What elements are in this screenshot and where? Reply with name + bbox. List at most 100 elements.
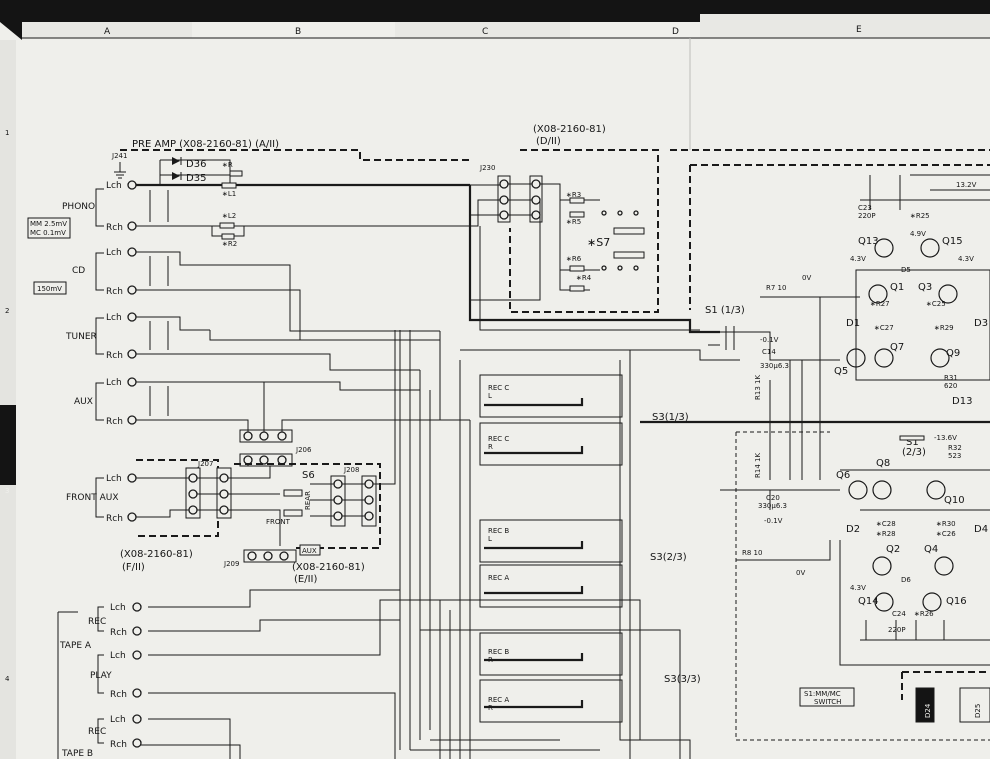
s7-label: ∗S7 bbox=[587, 236, 610, 249]
d1-label: D1 bbox=[846, 318, 860, 329]
jack-cd-r bbox=[127, 285, 137, 295]
q2-label: Q2 bbox=[886, 544, 900, 555]
d-board-label: (X08-2160-81) bbox=[533, 124, 606, 135]
r27-label: ∗R27 bbox=[870, 300, 890, 308]
tapea-rec-lch: Lch bbox=[110, 603, 126, 613]
r7-label: R7 10 bbox=[766, 284, 786, 292]
front-lch: Lch bbox=[106, 474, 122, 484]
front-aux-label: FRONT AUX bbox=[66, 493, 119, 503]
d25-label: D25 bbox=[974, 704, 982, 718]
tape-b-label: TAPE B bbox=[61, 749, 93, 759]
tapeb-rec-rch: Rch bbox=[110, 740, 127, 750]
jack-column: Lch Rch Lch Rch Lch Rch Lch Rch Lch Rch … bbox=[106, 180, 142, 750]
f-board-sub: (F/II) bbox=[122, 562, 145, 573]
input-labels: PHONO CD TUNER AUX FRONT AUX TAPE A TAPE… bbox=[59, 202, 119, 759]
jack-tapea-rec-r bbox=[132, 626, 142, 636]
j241-label: J241 bbox=[111, 152, 127, 160]
s3-13-label: S3(1/3) bbox=[652, 412, 689, 423]
v43a-label: 4.3V bbox=[850, 255, 866, 263]
q9-label: Q9 bbox=[946, 348, 960, 359]
v132-label: 13.2V bbox=[956, 181, 977, 189]
grid-col-b: B bbox=[295, 27, 301, 37]
jack-front-r bbox=[127, 512, 137, 522]
jack-tapea-play-l bbox=[132, 650, 142, 660]
r29-label: ∗R29 bbox=[934, 324, 954, 332]
r26-label: ∗R26 bbox=[914, 610, 934, 618]
r28-label: ∗R28 bbox=[876, 530, 896, 538]
rec-a-r-label: REC A bbox=[488, 696, 509, 704]
v49-label: 4.9V bbox=[910, 230, 926, 238]
c14-label: C14 bbox=[762, 348, 776, 356]
tape-a-label: TAPE A bbox=[59, 641, 92, 651]
d13-label: D13 bbox=[952, 396, 972, 407]
input-brackets bbox=[57, 188, 104, 759]
phono-lch: Lch bbox=[106, 181, 122, 191]
jack-aux-l bbox=[127, 377, 137, 387]
rec-b-r-label: REC B bbox=[488, 648, 509, 656]
f-board-label: (X08-2160-81) bbox=[120, 549, 193, 560]
rec-b-l-label: REC B bbox=[488, 527, 509, 535]
r-label: ∗R bbox=[222, 161, 233, 169]
v43c-label: 4.3V bbox=[850, 584, 866, 592]
r14-label: R14 1K bbox=[754, 453, 762, 478]
r31v-label: 620 bbox=[944, 382, 957, 390]
d35-label: D35 bbox=[186, 173, 206, 184]
d-board: (X08-2160-81) (D/II) ∗R3 ∗R5 ∗R6 ∗R4 ∗S7 bbox=[469, 124, 659, 313]
rec-c-l-label: REC C bbox=[488, 384, 509, 392]
d2-label: D2 bbox=[846, 524, 860, 535]
front-label: FRONT bbox=[266, 518, 291, 526]
d24-label: D24 bbox=[924, 703, 932, 718]
e-board-label: (X08-2160-81) bbox=[292, 562, 365, 573]
v43b-label: 4.3V bbox=[958, 255, 974, 263]
jack-phono-l bbox=[127, 180, 137, 190]
vneg01b-label: -0.1V bbox=[764, 517, 783, 525]
q8-label: Q8 bbox=[876, 458, 890, 469]
r2-label: ∗R2 bbox=[222, 240, 237, 248]
c27-label: ∗C27 bbox=[874, 324, 894, 332]
jack-tuner-l bbox=[127, 312, 137, 322]
line-input-wiring bbox=[136, 251, 440, 421]
c20-label: C20 bbox=[766, 494, 780, 502]
s1-13-label: S1 (1/3) bbox=[705, 305, 745, 316]
s3-33-label: S3(3/3) bbox=[664, 674, 701, 685]
aux-lch: Lch bbox=[106, 378, 122, 388]
q4-label: Q4 bbox=[924, 544, 938, 555]
c24-label: C24 bbox=[892, 610, 906, 618]
cd-rch: Rch bbox=[106, 287, 123, 297]
r3-label: ∗R3 bbox=[566, 191, 581, 199]
main-wiring bbox=[140, 185, 990, 759]
q7-label: Q7 bbox=[890, 342, 904, 353]
c14v-label: 330μ6.3 bbox=[760, 362, 789, 370]
tapea-rec-rch: Rch bbox=[110, 628, 127, 638]
rec-c-r-label: REC C bbox=[488, 435, 509, 443]
c23v-label: 220P bbox=[858, 212, 876, 220]
aux-rch: Rch bbox=[106, 417, 123, 427]
preamp-board-label: PRE AMP (X08-2160-81) (A/II) bbox=[132, 139, 279, 150]
s3-switch-banks: REC C L REC C R REC B L REC A REC B R RE… bbox=[479, 374, 701, 723]
j206-label: J206 bbox=[295, 446, 312, 454]
d3-label: D3 bbox=[974, 318, 988, 329]
e-board: S6 FRONT REAR J208 J209 AUX (X08-2160-81… bbox=[223, 330, 396, 585]
v136-label: -13.6V bbox=[934, 434, 957, 442]
q1-label: Q1 bbox=[890, 282, 904, 293]
r32-label: R32 bbox=[948, 444, 962, 452]
phono-rch: Rch bbox=[106, 223, 123, 233]
rec-c-l-sub: L bbox=[488, 392, 492, 400]
jack-tapeb-rec-r bbox=[132, 738, 142, 748]
play-label-a: PLAY bbox=[90, 671, 112, 681]
c25-label: ∗C25 bbox=[926, 300, 946, 308]
jack-tapea-rec-l bbox=[132, 602, 142, 612]
j209-label: J209 bbox=[223, 560, 239, 568]
grid-row-3: 3 bbox=[5, 487, 9, 495]
l2-label: ∗L2 bbox=[222, 212, 236, 220]
line-level: 150mV bbox=[37, 285, 62, 293]
rear-label: REAR bbox=[304, 491, 312, 510]
phono-wiring: D36 D35 ∗R ∗L1 ∗L2 ∗R2 bbox=[136, 157, 470, 248]
phono-label: PHONO bbox=[62, 202, 95, 212]
rec-a-l-label: REC A bbox=[488, 574, 509, 582]
q16-label: Q16 bbox=[946, 596, 967, 607]
tuner-label: TUNER bbox=[65, 332, 97, 342]
aux-tag-label: AUX bbox=[302, 547, 317, 555]
r8-label: R8 10 bbox=[742, 549, 762, 557]
d6-label: D6 bbox=[901, 576, 911, 584]
